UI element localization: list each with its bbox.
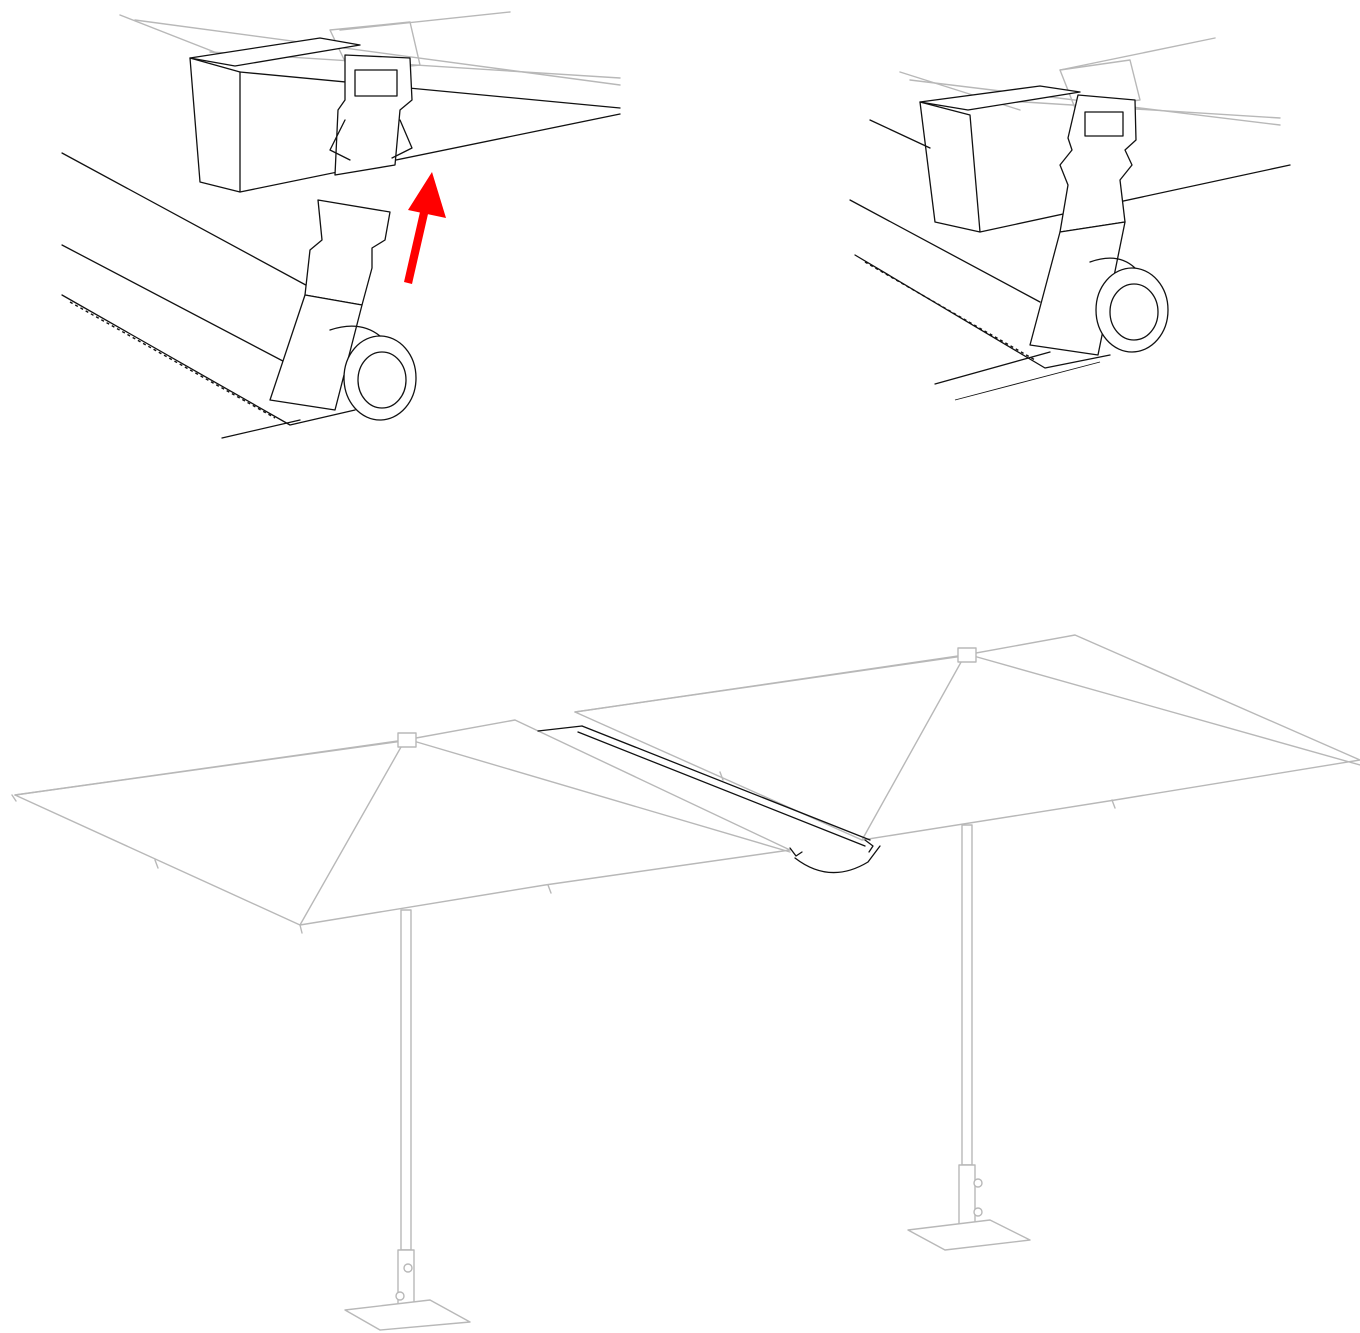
- buckle-slot: [354, 69, 398, 97]
- overview-panel: [0, 600, 1360, 1333]
- hub-bracket: [1059, 59, 1141, 109]
- ground-line: [934, 351, 1051, 385]
- rolled-gutter-inner: [1109, 283, 1159, 341]
- canvas-edge-line: [869, 119, 931, 149]
- left-pole-knob: [395, 1291, 405, 1301]
- gutter-long-edge: [577, 731, 866, 847]
- right-base-plate: [907, 1219, 1031, 1251]
- right-hub: [957, 647, 977, 663]
- frame-edge: [979, 164, 1291, 233]
- left-rib: [299, 739, 406, 926]
- rolled-gutter-inner: [357, 351, 407, 409]
- overview-drawing: [11, 634, 1360, 1331]
- ground-line: [221, 419, 301, 439]
- frame-block-side: [919, 101, 981, 233]
- right-pole-knob: [973, 1207, 983, 1217]
- buckle-female: [334, 54, 413, 176]
- left-rib: [14, 739, 411, 796]
- buckle-connected: [1059, 94, 1137, 233]
- buckle-slot: [1084, 111, 1124, 137]
- detail-unbuckled-drawing: [61, 11, 621, 439]
- detail-panel-buckled: [820, 0, 1360, 430]
- roll-top: [1089, 257, 1136, 269]
- left-hub: [397, 732, 417, 748]
- frame-edge: [239, 71, 621, 109]
- right-canopy-clips: [719, 771, 1116, 809]
- strut-line: [134, 19, 621, 86]
- frame-edge: [239, 113, 621, 193]
- left-umbrella: [11, 719, 791, 1331]
- gutter-edge: [61, 294, 356, 426]
- gutter-stitching: [69, 301, 276, 419]
- rain-gutter: [537, 725, 881, 874]
- roll-top: [329, 325, 381, 337]
- right-pole-knob: [973, 1178, 983, 1188]
- arrow-up-icon: [404, 172, 446, 284]
- hub-bracket: [329, 21, 421, 73]
- buckle-clips: [329, 119, 413, 161]
- frame-block-top: [919, 85, 1081, 111]
- right-umbrella: [574, 634, 1360, 1251]
- gutter-clip: [864, 839, 874, 853]
- gutter-end-curve: [794, 845, 881, 874]
- left-pole: [400, 909, 412, 1251]
- right-rib: [969, 654, 1360, 766]
- left-pole-knob: [403, 1263, 413, 1273]
- left-base-plate: [344, 1299, 471, 1331]
- right-rib: [574, 654, 971, 713]
- strap: [269, 294, 363, 411]
- canvas-edge-line: [61, 152, 316, 291]
- left-canopy-clips: [11, 794, 552, 934]
- gutter-top-edge: [537, 725, 583, 732]
- right-pole: [961, 824, 973, 1166]
- arrow-shaft: [404, 212, 428, 284]
- detail-buckled-drawing: [849, 37, 1291, 401]
- canvas-edge-line: [849, 199, 1041, 303]
- right-rib: [861, 654, 966, 841]
- left-rib: [409, 739, 791, 853]
- right-pole-sleeve: [958, 1164, 976, 1226]
- left-pole-sleeve: [397, 1249, 415, 1311]
- ground-line: [954, 361, 1101, 401]
- gutter-long-edge: [581, 725, 871, 841]
- gutter-stitching: [864, 261, 1036, 361]
- frame-block-top: [189, 37, 361, 67]
- arrow-head: [408, 172, 446, 218]
- strut-line: [1059, 37, 1216, 71]
- strut-line: [339, 11, 511, 31]
- gutter-clip: [789, 847, 803, 857]
- detail-panel-unbuckled: [0, 0, 660, 460]
- buckle-male: [304, 199, 391, 306]
- canvas-edge-line: [61, 244, 301, 371]
- frame-block-side: [189, 57, 241, 193]
